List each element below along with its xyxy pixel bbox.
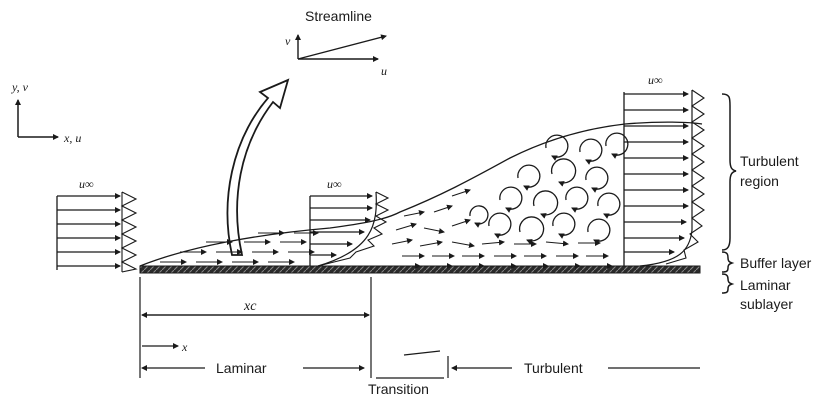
coordinate-axes: y, v x, u	[11, 80, 81, 145]
inset-u-label: u	[381, 64, 387, 78]
streamline-inset: Streamline v u	[285, 8, 387, 78]
transition-zone-label: Transition	[368, 381, 429, 397]
velocity-profile-inflow: u∞	[57, 177, 136, 272]
layer-braces	[722, 94, 736, 293]
xc-label: xc	[243, 299, 257, 314]
laminar-zone-label: Laminar	[216, 360, 267, 376]
y-axis-label: y, v	[11, 80, 29, 94]
laminar-sublayer-brace	[722, 274, 732, 293]
turbulent-region-label-line2: region	[740, 173, 779, 189]
velocity-profile-laminar: u∞	[310, 177, 388, 266]
boundary-layer-edge	[140, 122, 702, 266]
freestream-label-3: u∞	[648, 73, 663, 87]
turbulent-zone-label: Turbulent	[524, 360, 583, 376]
inset-title: Streamline	[305, 8, 372, 24]
flat-plate	[140, 266, 700, 273]
laminar-sublayer-label-line2: sublayer	[740, 296, 793, 312]
zoom-arrow	[228, 80, 289, 255]
x-axis-label: x, u	[63, 131, 81, 145]
buffer-layer-brace	[722, 252, 732, 272]
laminar-sublayer-label-line1: Laminar	[740, 277, 791, 293]
inset-v-label: v	[285, 34, 291, 48]
turbulent-eddies	[470, 133, 628, 241]
turbulent-region-brace	[722, 94, 736, 250]
freestream-label-1: u∞	[79, 177, 94, 191]
freestream-label-2: u∞	[327, 177, 342, 191]
velocity-profile-turbulent: u∞	[624, 73, 704, 266]
x-marker-label: x	[181, 340, 188, 354]
turbulent-region-label-line1: Turbulent	[740, 153, 799, 169]
buffer-layer-label: Buffer layer	[740, 255, 812, 271]
